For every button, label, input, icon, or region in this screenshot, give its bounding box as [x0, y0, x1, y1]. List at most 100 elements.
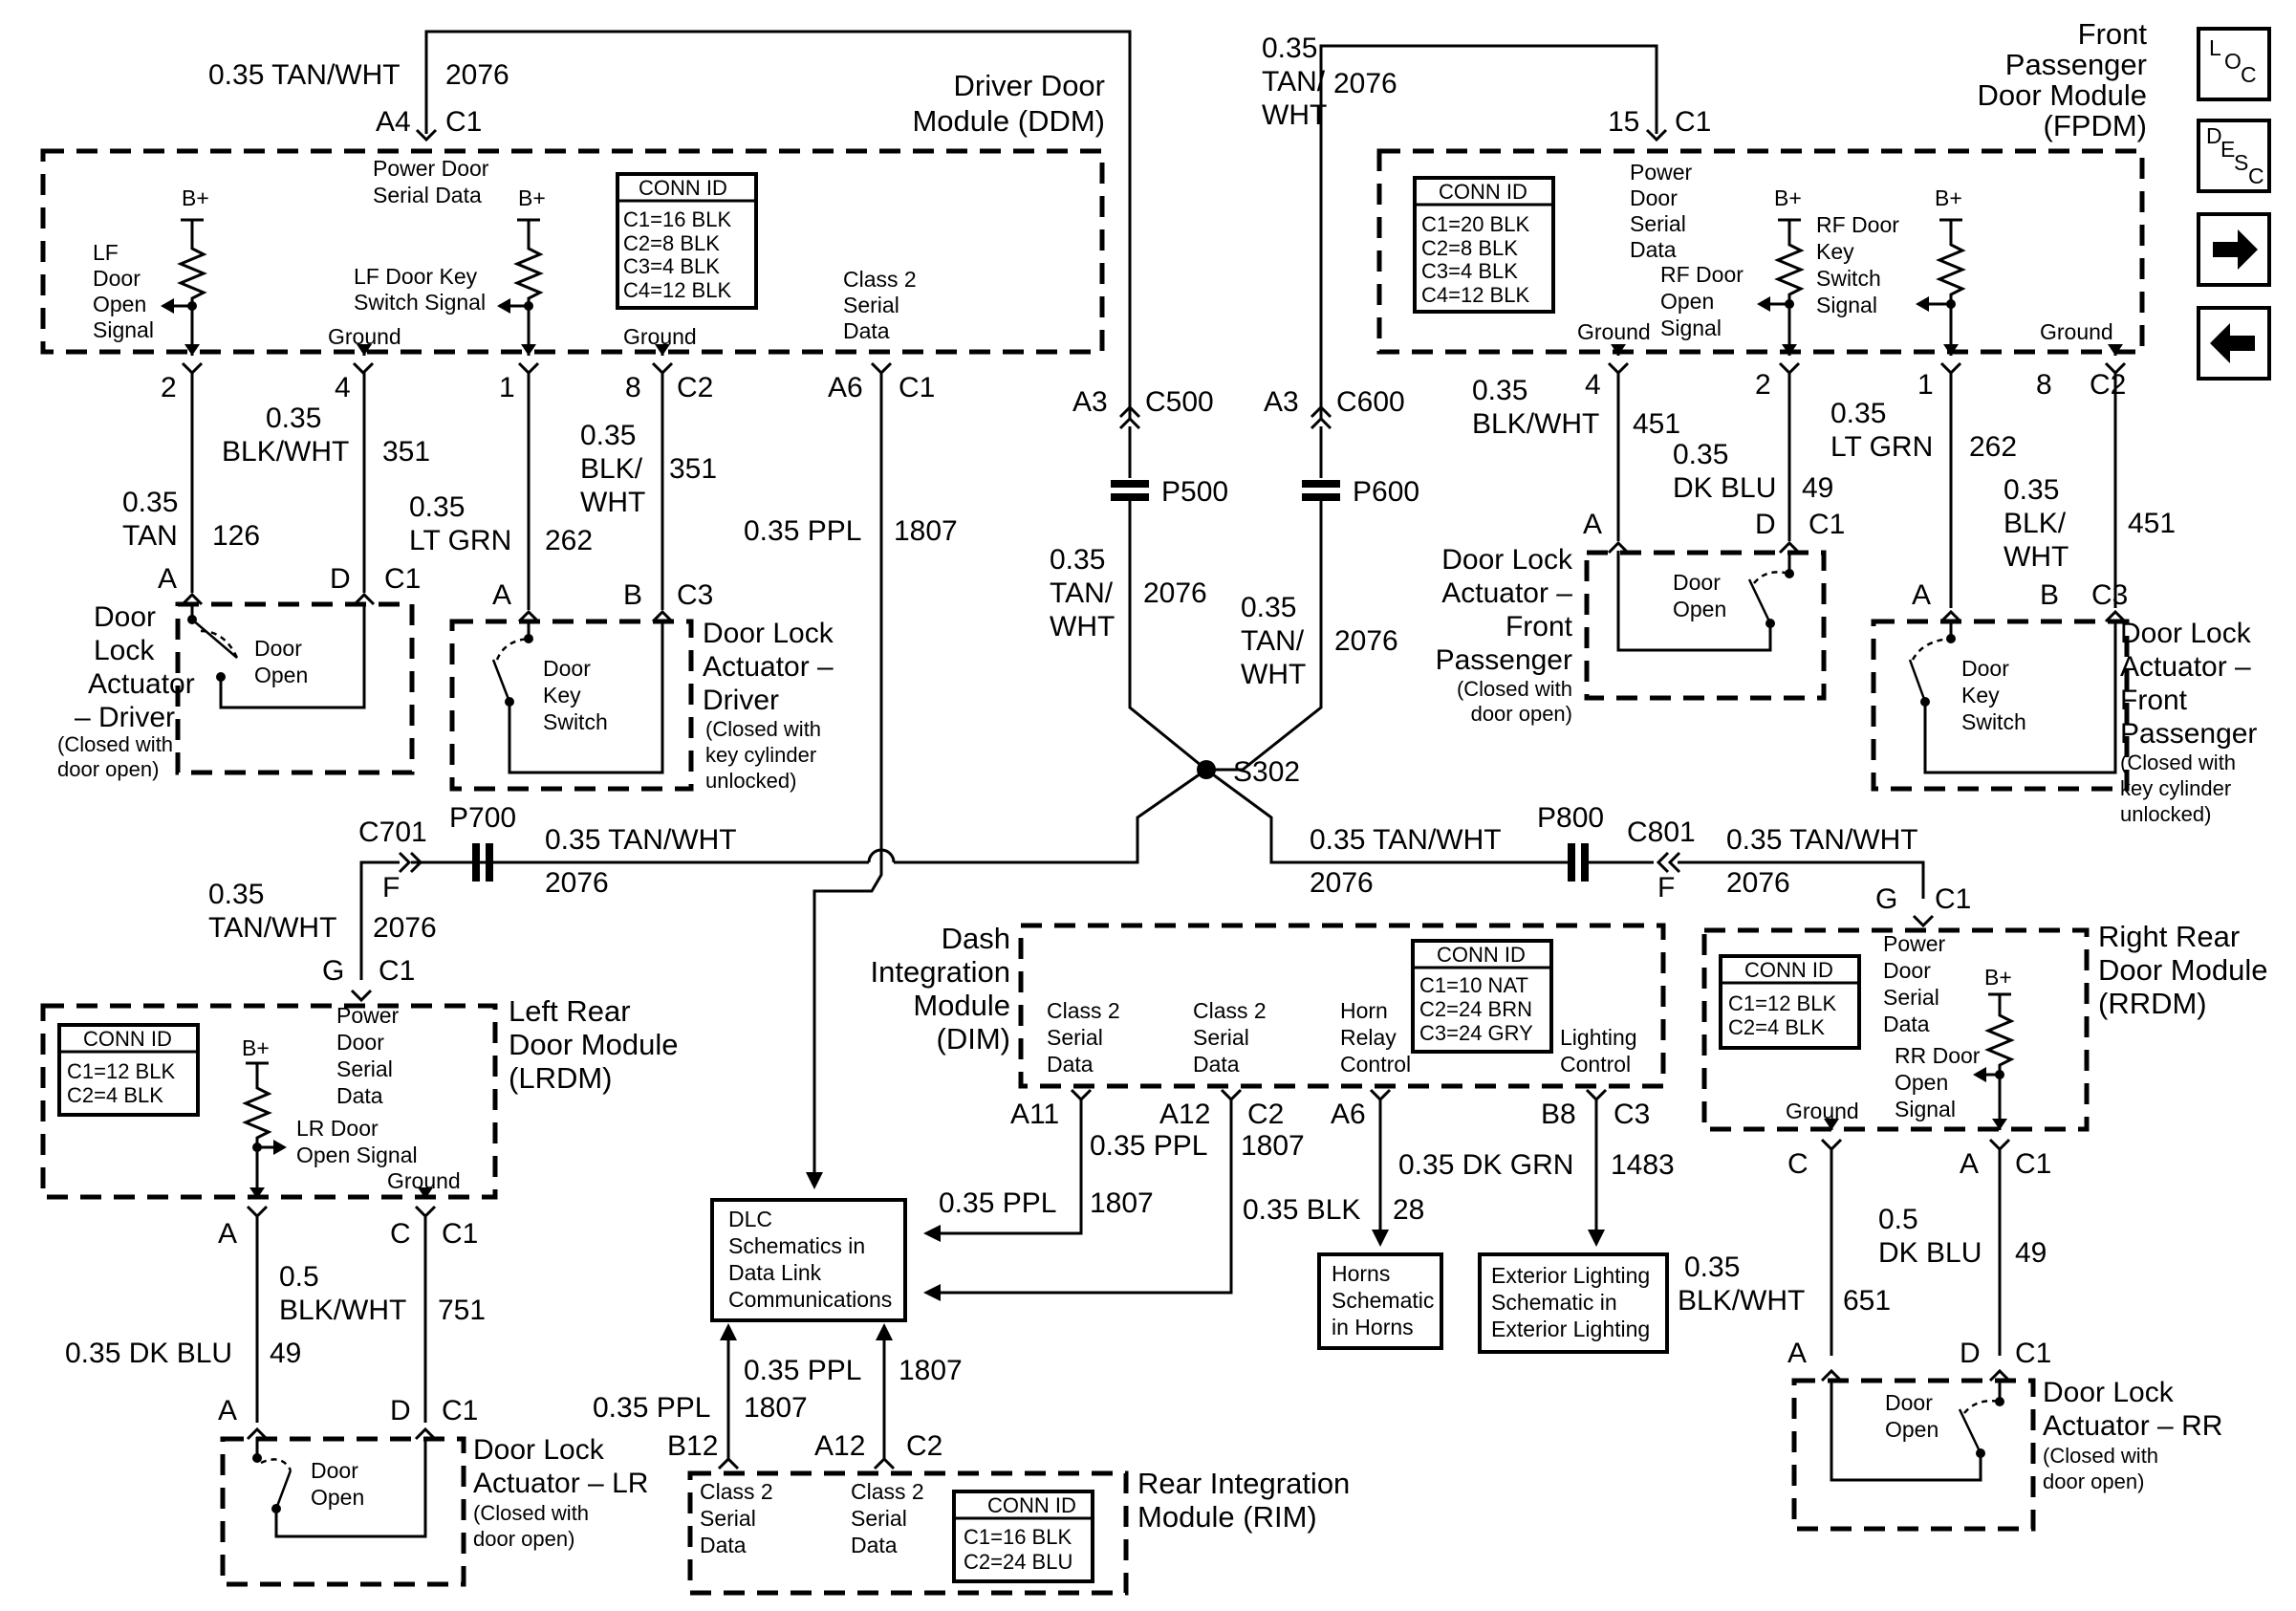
lockfp-sw-3: Switch — [1961, 709, 2026, 734]
ddm-title-2: Module (DDM) — [912, 104, 1105, 138]
rrdm-pdsd-2: Door — [1883, 958, 1931, 983]
rim-pin-c2: C2 — [906, 1430, 942, 1462]
dim-conn-c3: C3=24 GRY — [1419, 1021, 1533, 1045]
actfp-pin-d: D — [1755, 509, 1776, 540]
fpdm-top-wire-c1: TAN/ — [1262, 66, 1326, 98]
ddm-w4-color-1: BLK/ — [580, 453, 643, 485]
ext-light-line-1: Exterior Lighting — [1491, 1263, 1650, 1288]
actd-note-2: door open) — [57, 757, 159, 781]
dim-pin-b8: B8 — [1541, 1099, 1576, 1130]
door-lock-actuator-lr: A D C1 Door Open Door Lock Actuator – LR… — [218, 1395, 648, 1587]
lockfp-pin-b: B — [2040, 579, 2059, 611]
dim-w-ppl-b: 0.35 PPL — [939, 1187, 1056, 1219]
c701-pin-f: F — [382, 872, 400, 903]
dim-w-blk: 0.35 BLK — [1243, 1194, 1360, 1226]
prev-button[interactable] — [2197, 306, 2271, 381]
lrdm-pdsd-4: Data — [336, 1083, 383, 1108]
rim-cls2a-3: Data — [700, 1533, 747, 1557]
ddm-lf-open-1: LF — [93, 240, 119, 265]
dim-pin-c2: C2 — [1247, 1099, 1284, 1130]
desc-d: D — [2206, 123, 2222, 148]
fpdm-pdsd-4: Data — [1630, 237, 1677, 262]
rim-w1-label: 0.35 PPL — [593, 1392, 710, 1424]
rim-cls2a-2: Serial — [700, 1506, 756, 1531]
fpdm-box — [1376, 148, 2145, 355]
next-button[interactable] — [2197, 212, 2271, 287]
fpdm-ground-2: Ground — [2040, 319, 2113, 344]
ddm-w2-circuit: 351 — [382, 436, 430, 468]
rim-cls2b-3: Data — [851, 1533, 898, 1557]
lockd-pin-c3: C3 — [677, 579, 713, 611]
p600-pass-through — [1302, 480, 1340, 488]
desc-button[interactable]: D E S C — [2197, 119, 2271, 193]
ddm-conn-id-box — [616, 172, 758, 310]
dim-title-3: Module — [913, 989, 1010, 1022]
actlr-pin-a: A — [218, 1395, 237, 1426]
cw-left-gauge: 0.35 — [1050, 544, 1105, 576]
fpdm-rf-key-2: Key — [1816, 239, 1854, 264]
driver-door-module: Driver Door Module (DDM) 0.35 TAN/WHT 20… — [40, 30, 1132, 419]
fpdm-conn-c4: C4=12 BLK — [1421, 283, 1529, 307]
ext-light-line-2: Schematic in — [1491, 1290, 1617, 1315]
lb-drop-color: TAN/WHT — [208, 912, 336, 944]
fpdm-top-pin: 15 — [1608, 106, 1639, 138]
fpdm-top-conn: C1 — [1675, 106, 1711, 138]
rrdm-pin-c1: C1 — [2015, 1148, 2051, 1180]
rrdm-title-1: Right Rear — [2098, 920, 2240, 953]
fpdm-rf-open-2: Open — [1660, 289, 1714, 314]
dim-light-1: Lighting — [1560, 1025, 1637, 1050]
ddm-w4-color-2: WHT — [580, 487, 645, 518]
c600-pin: A3 — [1264, 386, 1299, 418]
ddm-class2-3: Data — [843, 318, 890, 343]
lockd-box — [449, 619, 694, 792]
fpdm-conn-id-box — [1413, 176, 1555, 314]
ddm-pin-2: 2 — [161, 372, 177, 403]
fpdm-conn-id-title: CONN ID — [1439, 180, 1527, 204]
loc-button[interactable]: L O C — [2197, 27, 2271, 101]
lockd-note-1: (Closed with — [705, 717, 821, 741]
lockd-pin-a: A — [492, 579, 511, 611]
dim-title-1: Dash — [942, 922, 1010, 955]
actfp-label-4: Passenger — [1436, 644, 1572, 676]
actlr-sw-2: Open — [311, 1485, 364, 1510]
left-bus-c701: C701 F P700 0.35 TAN/WHT 2076 0.35 TAN/W… — [208, 802, 737, 1003]
p500-pass-through — [1111, 480, 1149, 488]
ddm-pin-c1: C1 — [899, 372, 935, 403]
rrdm-conn-c2: C2=4 BLK — [1728, 1015, 1825, 1039]
rim-conn-c2: C2=24 BLU — [964, 1550, 1072, 1574]
rim-title-2: Module (RIM) — [1137, 1500, 1317, 1534]
dim-horn-2: Relay — [1340, 1025, 1397, 1050]
fpdm-pin-2: 2 — [1755, 369, 1771, 401]
actlr-note-2: door open) — [473, 1527, 574, 1551]
actd-label-3: Actuator — [88, 668, 195, 700]
actfp-label-1: Door Lock — [1441, 544, 1573, 576]
rim-cls2b-1: Class 2 — [851, 1479, 924, 1504]
fpdm-top-wire-c2: WHT — [1262, 99, 1327, 131]
ddm-w2-gauge: 0.35 — [266, 403, 321, 434]
lockfp-sw-2: Key — [1961, 683, 2000, 708]
c600-label: C600 — [1336, 386, 1405, 418]
lrdm-w1-circuit: 751 — [438, 1295, 486, 1326]
dim-light-2: Control — [1560, 1052, 1631, 1077]
ddm-lf-open-4: Signal — [93, 317, 154, 342]
ddm-w4-gauge: 0.35 — [580, 420, 636, 451]
dim-w-ppl-a-circuit: 1807 — [1241, 1130, 1305, 1162]
ddm-pin-c2: C2 — [677, 372, 713, 403]
rrdm-sig-1: RR Door — [1895, 1043, 1981, 1068]
fpdm-w3-circuit: 262 — [1969, 431, 2017, 463]
actlr-label-1: Door Lock — [473, 1434, 605, 1466]
horns-box — [1317, 1252, 1443, 1350]
fpdm-rf-key-1: RF Door — [1816, 212, 1899, 237]
lockfp-note-1: (Closed with — [2120, 751, 2236, 774]
ddm-w5-circuit: 1807 — [894, 515, 958, 547]
actlr-sw-1: Door — [311, 1458, 358, 1483]
rrdm-bplus: B+ — [1984, 965, 2012, 990]
rrdm-w2-gauge: 0.35 — [1684, 1252, 1740, 1283]
ddm-harness: 2 4 1 8 C2 A6 C1 0.35 TAN 126 0.35 BLK/W… — [122, 361, 958, 854]
lockfp-pin-c3: C3 — [2091, 579, 2128, 611]
lockfp-box — [1871, 619, 2130, 792]
rim-pin-b12: B12 — [667, 1430, 718, 1462]
rrdm-title-3: (RRDM) — [2098, 987, 2207, 1020]
fpdm-w2-gauge: 0.35 — [1673, 439, 1728, 470]
dim-horn-3: Control — [1340, 1052, 1411, 1077]
